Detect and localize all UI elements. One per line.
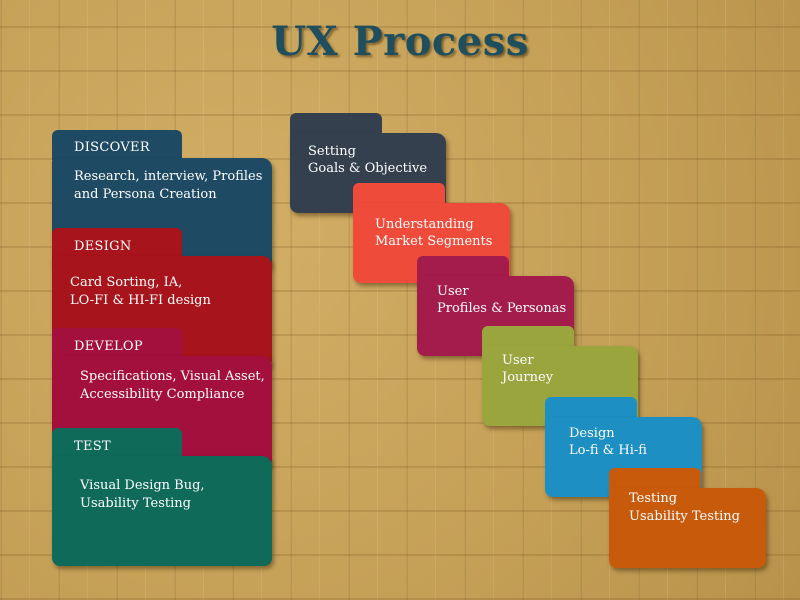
step-label-line: Journey [502,370,554,385]
phase-description-line: LO-FI & HI-FI design [70,293,211,308]
folder-tab [52,428,182,458]
phase-name: DEVELOP [74,339,143,354]
phase-description-line: Card Sorting, IA, [70,275,183,290]
page-title: UX Process [271,18,529,65]
phase-description-line: Accessibility Compliance [80,387,245,402]
phase-folder-test: TEST Visual Design Bug, Usability Testin… [52,428,272,566]
folder-tab [52,328,182,358]
step-label-line: Setting [308,144,356,159]
phase-description-line: Visual Design Bug, [80,478,205,493]
step-label-line: Market Segments [375,234,493,249]
phase-description-line: Usability Testing [80,496,191,511]
step-label-line: Testing [629,491,678,506]
phase-description-line: and Persona Creation [74,187,217,202]
phase-name: DISCOVER [74,140,150,155]
step-folder-testing: Testing Usability Testing [609,468,766,568]
step-label-line: Understanding [375,217,474,232]
folder-tab [52,228,182,258]
phase-name: DESIGN [74,239,132,254]
step-label-line: Profiles & Personas [437,301,567,316]
phase-name: TEST [74,439,111,454]
phase-description-line: Specifications, Visual Asset, [80,369,265,384]
phase-description-line: Research, interview, Profiles [74,169,263,184]
folder-body [609,488,766,568]
step-label-line: User [437,284,469,299]
folder-body [52,456,272,566]
step-label-line: Usability Testing [629,509,740,524]
folder-tab [52,130,182,160]
step-label-line: User [502,353,534,368]
step-label-line: Design [569,426,615,441]
step-label-line: Goals & Objective [308,161,428,176]
step-label-line: Lo-fi & Hi-fi [569,443,647,458]
